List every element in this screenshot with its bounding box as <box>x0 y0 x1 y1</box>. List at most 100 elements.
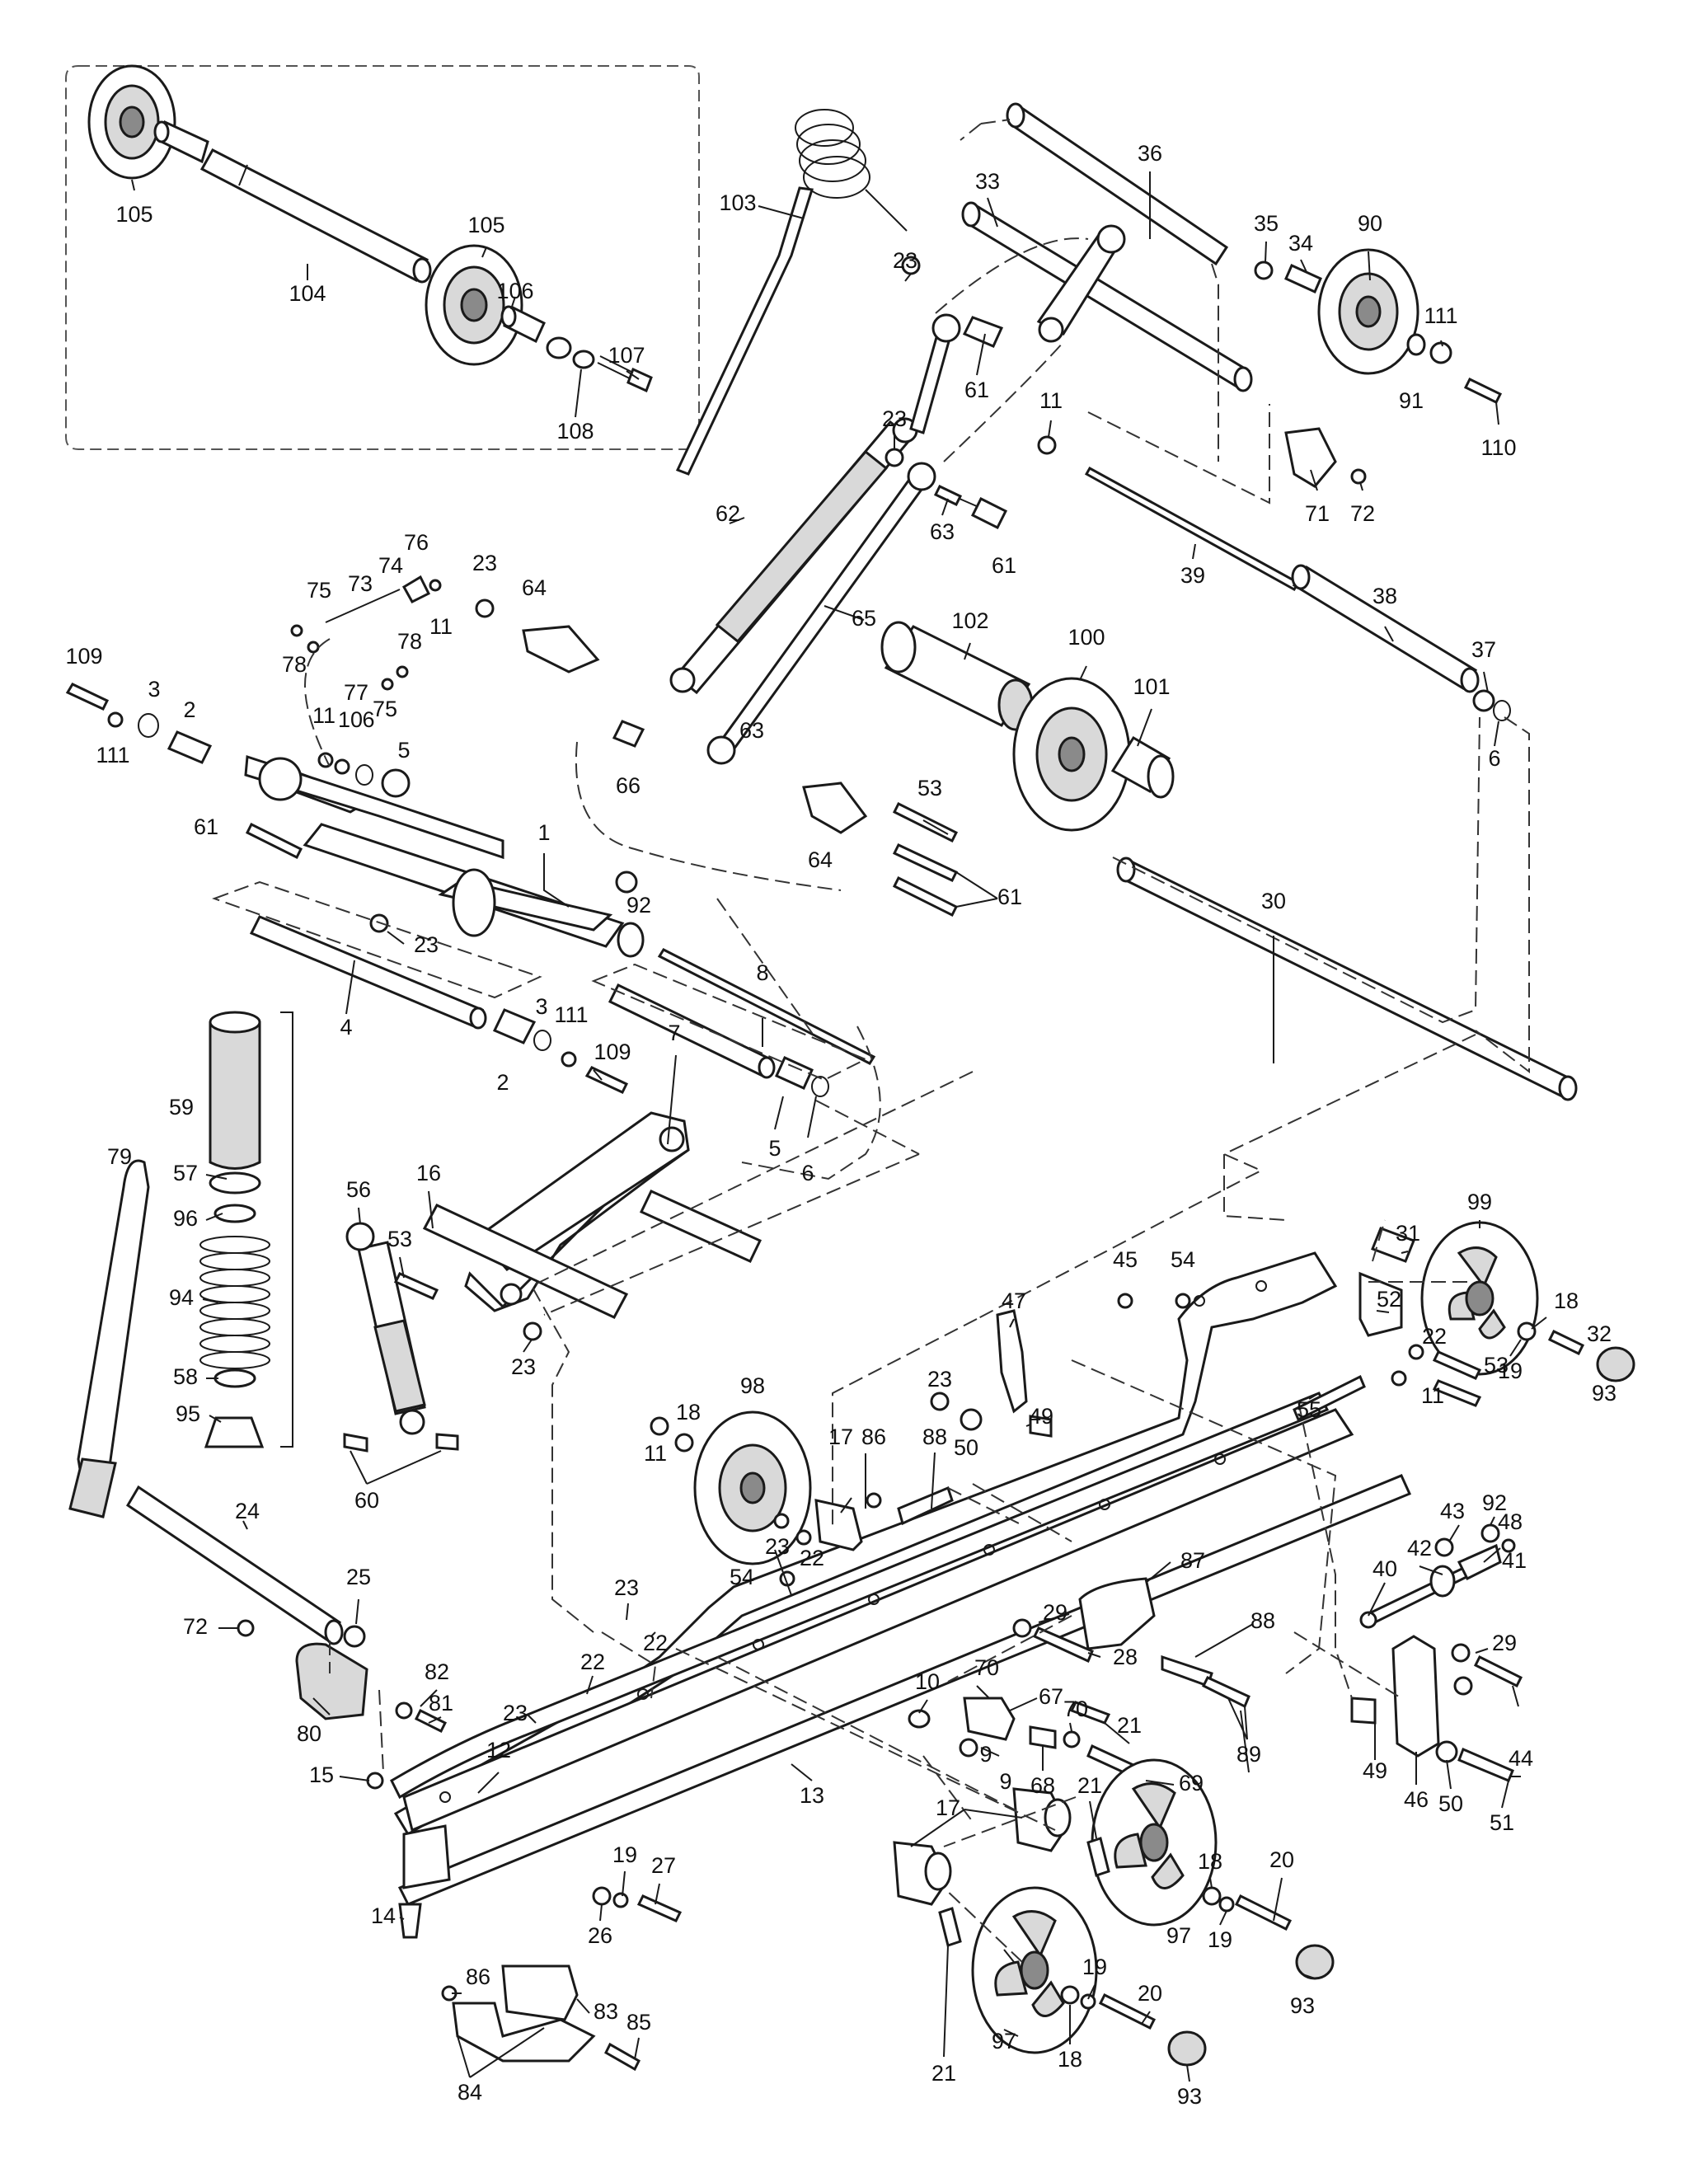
callout: 93 <box>1290 1993 1315 2018</box>
callout: 69 <box>1179 1771 1204 1795</box>
bolt-27 <box>636 1894 683 1922</box>
callout: 28 <box>1113 1645 1138 1669</box>
bolt-28 <box>1032 1626 1094 1664</box>
callout: 11 <box>1039 388 1063 413</box>
callout: 92 <box>1482 1490 1507 1515</box>
callout: 23 <box>927 1367 952 1392</box>
bushings-63-61a <box>933 316 1008 530</box>
callout: 81 <box>429 1691 453 1715</box>
plate-64a <box>522 625 600 674</box>
washer-29a <box>1012 1618 1032 1638</box>
callout: 82 <box>425 1659 449 1684</box>
callout: 63 <box>739 718 764 743</box>
bushing-49b <box>1350 1697 1377 1725</box>
bolt-85 <box>604 2042 640 2072</box>
nut-54a <box>1175 1293 1191 1309</box>
callout: 10 <box>338 707 363 732</box>
callout: 85 <box>626 2010 651 2035</box>
nut-43 <box>1434 1537 1454 1557</box>
block-17a <box>814 1499 863 1551</box>
strap-79 <box>68 1159 150 1518</box>
gear-25 <box>343 1625 366 1648</box>
bolts-53-61b <box>892 801 959 918</box>
callout: 77 <box>344 680 368 705</box>
callout: 24 <box>235 1499 260 1523</box>
inset-group <box>65 64 700 450</box>
callout: 90 <box>1358 211 1382 236</box>
callout: 93 <box>1592 1381 1616 1406</box>
block-17b-left <box>893 1841 952 1906</box>
washer-10a <box>334 758 350 775</box>
wheel-90 <box>1317 248 1419 375</box>
callout: 73 <box>348 571 373 596</box>
callout: 79 <box>107 1144 132 1169</box>
roller-102 <box>880 621 1034 731</box>
callout: 11 <box>644 1441 667 1466</box>
plate-64b <box>802 781 868 834</box>
washer-18c <box>1202 1886 1222 1906</box>
callout: 96 <box>173 1206 198 1231</box>
callout: 74 <box>378 553 403 578</box>
nut-22b <box>795 1529 812 1546</box>
callout: 16 <box>416 1161 441 1185</box>
callout: 20 <box>1138 1981 1162 2006</box>
callout: 65 <box>852 606 876 631</box>
inset-axle-104 <box>199 148 432 284</box>
nut-92a <box>615 871 638 894</box>
washer-19b <box>612 1892 629 1908</box>
screw-14 <box>398 1903 422 1939</box>
nut-11d <box>650 1416 669 1436</box>
callout: 19 <box>1208 1927 1232 1952</box>
callout: 18 <box>1554 1288 1579 1313</box>
callout: 101 <box>1133 674 1170 699</box>
inset-idler-wheel-left <box>87 64 176 180</box>
callout: 52 <box>1377 1287 1401 1312</box>
nut-11a <box>1037 435 1057 455</box>
callout: 78 <box>397 629 422 654</box>
shaft-36 <box>1006 102 1229 266</box>
callout: 53 <box>387 1227 412 1251</box>
callout: 64 <box>522 575 547 600</box>
callout: 13 <box>800 1783 824 1808</box>
link-46 <box>1391 1635 1440 1758</box>
callout: 88 <box>1250 1608 1275 1633</box>
callout: 23 <box>511 1354 536 1379</box>
callout: 36 <box>1138 141 1162 166</box>
nut-23b <box>884 448 904 467</box>
shaft-30 <box>1116 857 1578 1101</box>
callout: 83 <box>594 1999 618 2024</box>
washer-18a <box>1517 1321 1537 1341</box>
callout: 87 <box>1180 1548 1205 1573</box>
callout: 18 <box>1058 2047 1082 2072</box>
callout: 86 <box>466 1964 490 1989</box>
callout: 22 <box>643 1631 668 1655</box>
callout: 23 <box>882 406 907 431</box>
callout: 18 <box>676 1400 701 1424</box>
callout: 89 <box>1236 1742 1261 1767</box>
callout: 11 <box>429 614 453 639</box>
callout: 29 <box>1492 1631 1517 1655</box>
cap-93c <box>1167 2030 1207 2067</box>
callout: 108 <box>556 419 594 444</box>
callout: 105 <box>467 213 504 237</box>
callout: 21 <box>931 2061 956 2086</box>
bolt-110 <box>1463 378 1503 404</box>
callout: 75 <box>307 578 331 603</box>
bracket-71 <box>1284 427 1337 488</box>
inset-washer-108 <box>572 350 595 369</box>
callout: 50 <box>954 1435 978 1460</box>
callout: 80 <box>297 1721 321 1746</box>
washer-50b <box>1435 1740 1458 1763</box>
callout: 18 <box>1198 1849 1222 1874</box>
nut-92b <box>1480 1523 1500 1543</box>
spacer-66 <box>612 720 645 748</box>
callout: 46 <box>1404 1787 1429 1812</box>
bolt-109a <box>65 683 110 711</box>
callout: 25 <box>346 1565 371 1589</box>
bolt-20b <box>1098 1992 1157 2030</box>
rail-13 <box>390 1392 1412 1906</box>
washer-82 <box>395 1701 413 1720</box>
callout: 105 <box>115 202 152 227</box>
callout: 61 <box>997 885 1022 909</box>
rear-arm-16 <box>422 1111 762 1319</box>
